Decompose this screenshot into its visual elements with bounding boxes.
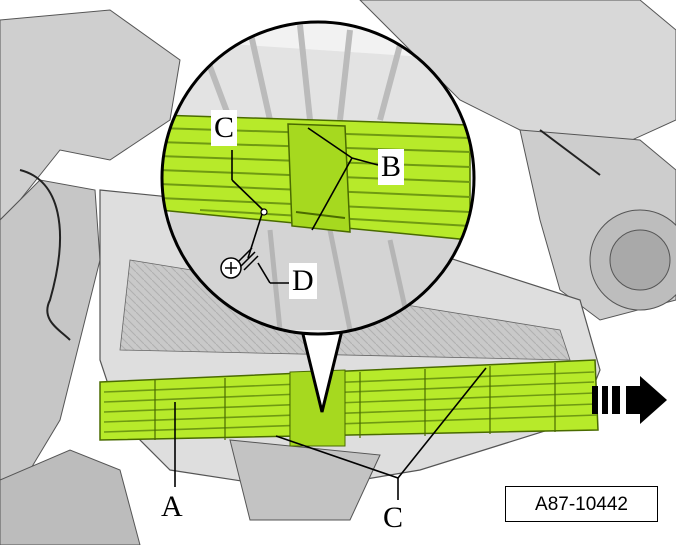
label-c-main: C: [380, 500, 407, 536]
label-a: A: [158, 489, 186, 525]
detail-magnifier: [160, 20, 476, 413]
label-d: D: [289, 263, 317, 299]
label-b: B: [378, 149, 405, 185]
direction-arrow-icon: [592, 376, 667, 424]
dust-pollen-filter: [99, 359, 599, 447]
label-c-detail: C: [211, 110, 238, 146]
leader-lines: [174, 127, 487, 500]
figure-reference: A87-10442: [505, 486, 658, 522]
